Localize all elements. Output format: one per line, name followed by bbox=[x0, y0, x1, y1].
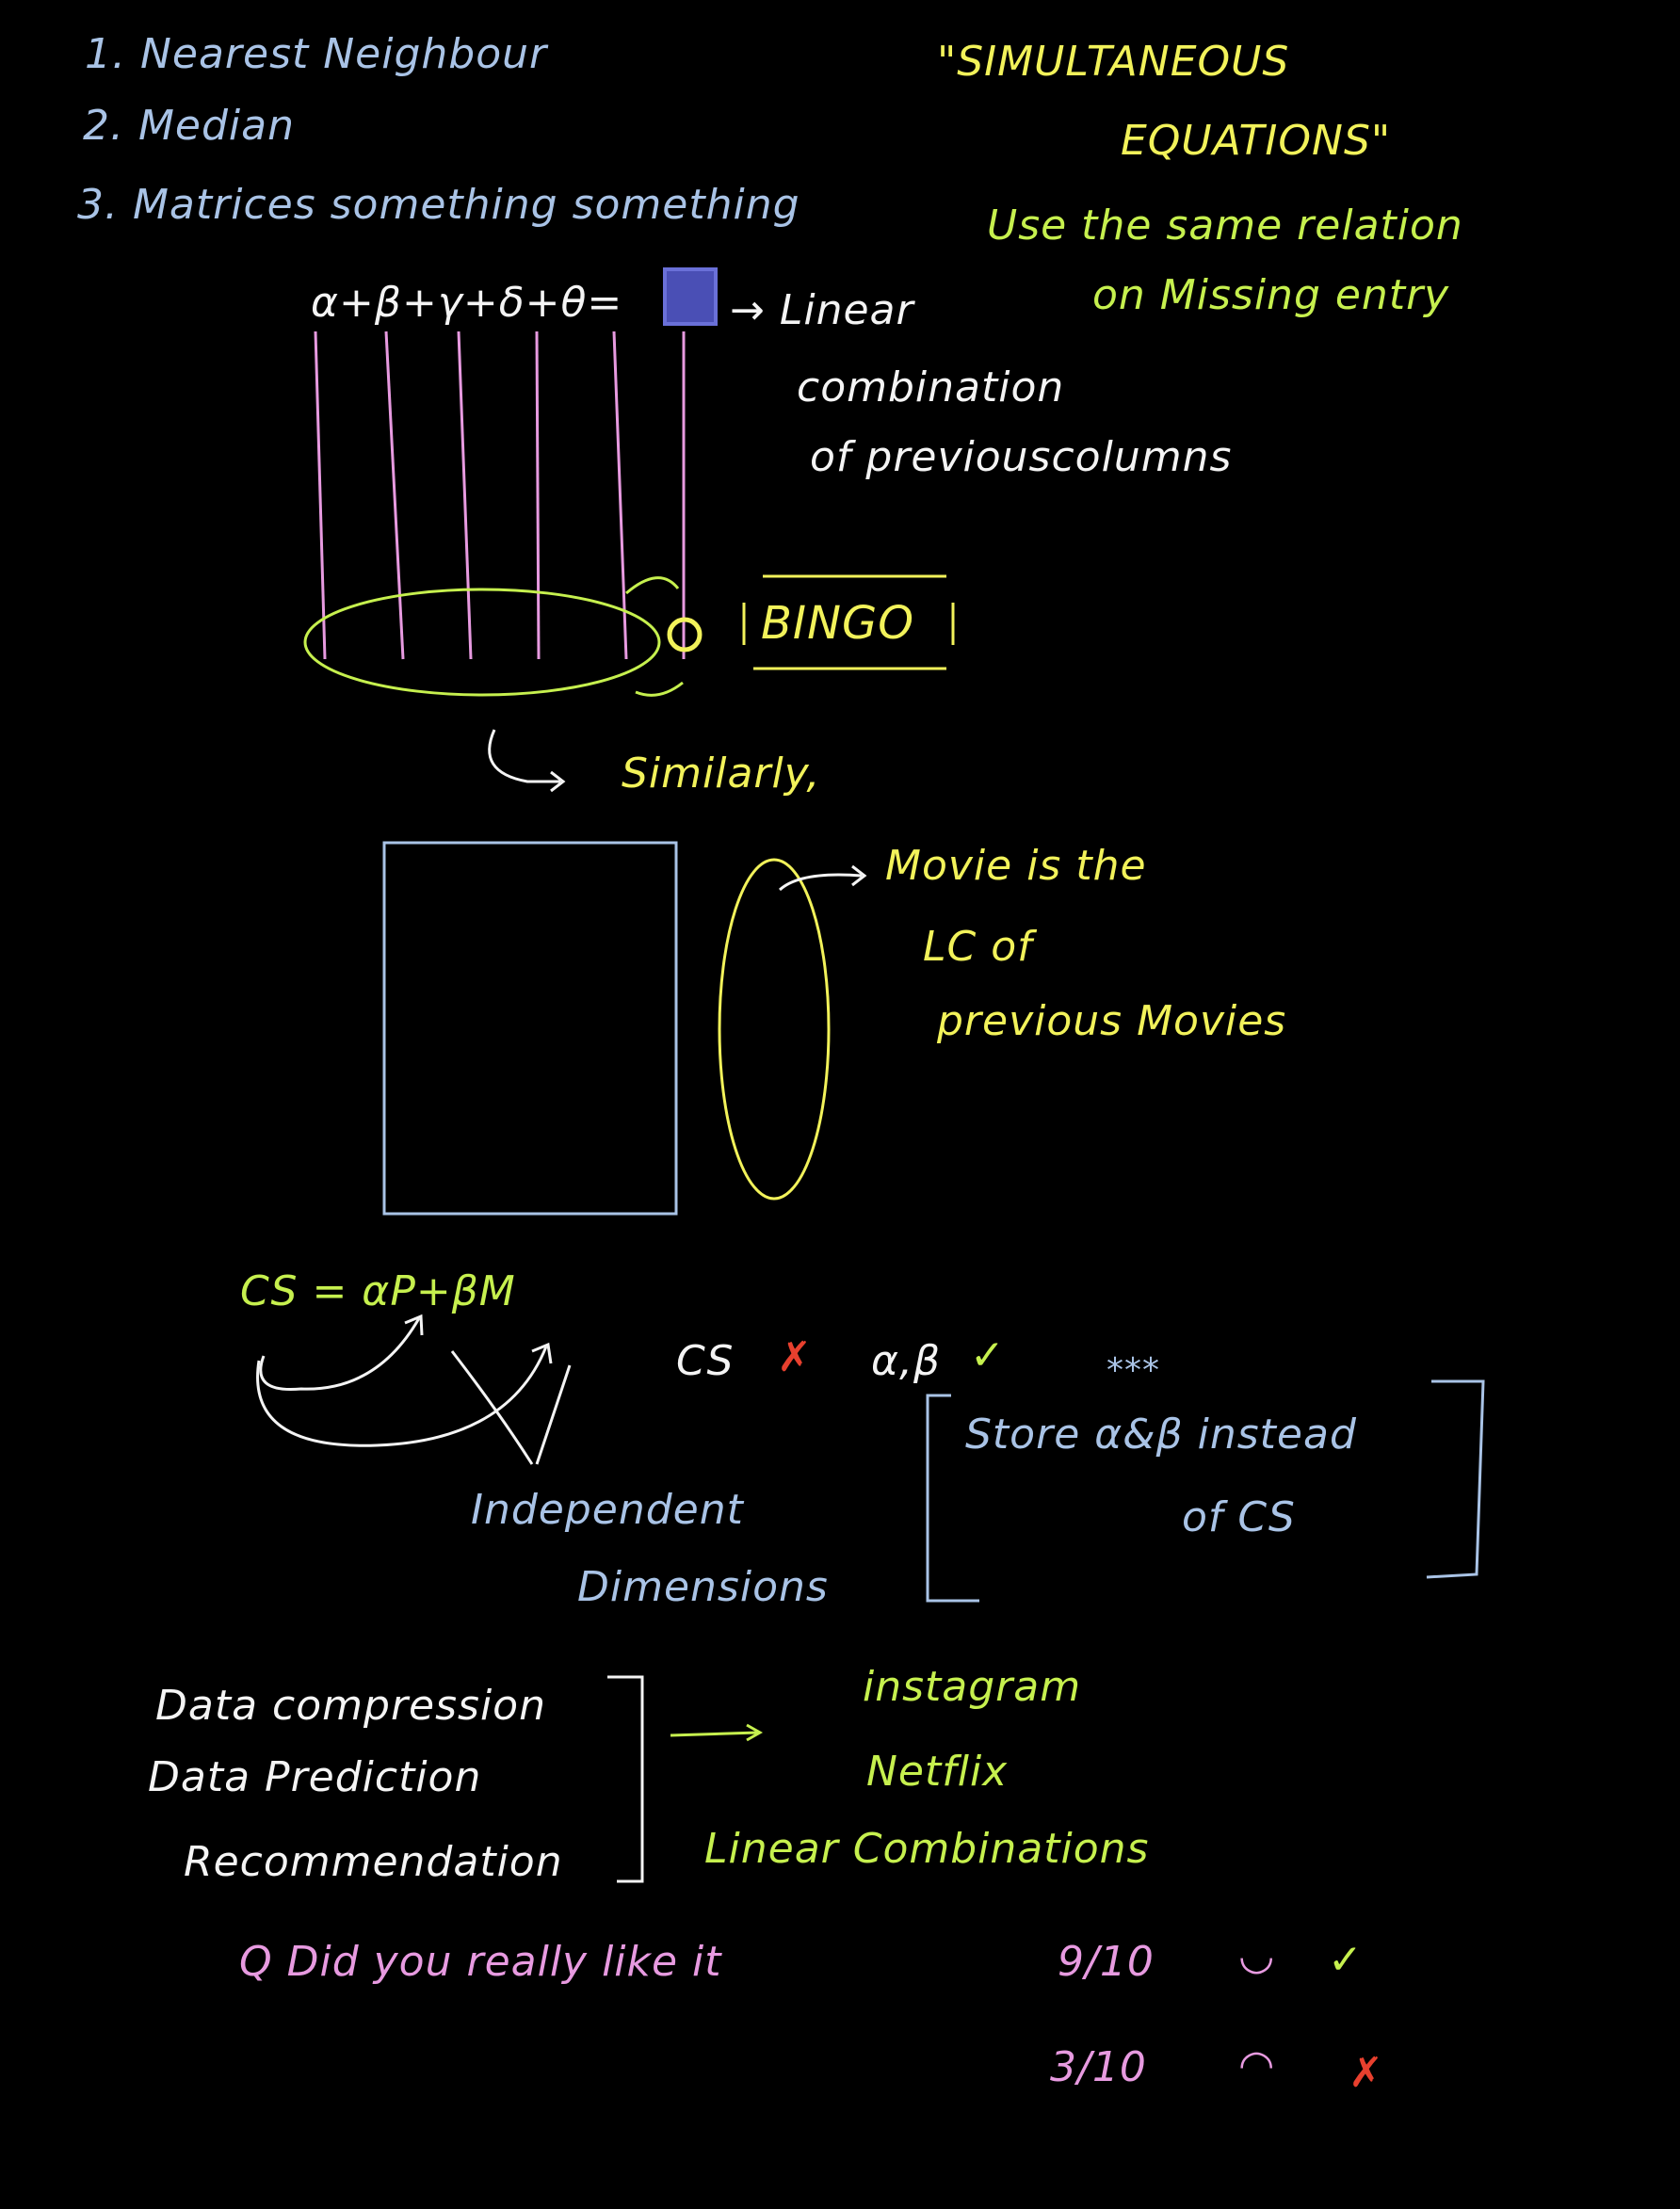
independent-line2: Dimensions bbox=[577, 1563, 829, 1611]
relation-line1: Use the same relation bbox=[987, 202, 1463, 250]
bingo-text: BINGO bbox=[761, 597, 914, 650]
movie-column-ellipse bbox=[718, 858, 831, 1201]
stars-icon: *** bbox=[1107, 1351, 1160, 1390]
independent-line1: Independent bbox=[471, 1486, 744, 1534]
check-icon-rating: ✓ bbox=[1328, 1936, 1364, 1984]
cross-icon: ✗ bbox=[777, 1333, 813, 1381]
list-item-3: 3. Matrices something something bbox=[77, 181, 800, 229]
use-1: Data compression bbox=[155, 1682, 546, 1730]
movie-line3: previous Movies bbox=[937, 997, 1287, 1045]
row-ellipse bbox=[303, 588, 661, 697]
missing-entry-box bbox=[663, 267, 718, 326]
linear-line2: combination bbox=[797, 363, 1065, 411]
example-3: Linear Combinations bbox=[704, 1825, 1150, 1873]
equation: α+β+γ+δ+θ= bbox=[311, 279, 623, 327]
cs-equation: CS = αP+βM bbox=[240, 1267, 516, 1315]
smile-face-icon: ◡ bbox=[1238, 1931, 1276, 1979]
example-2: Netflix bbox=[866, 1748, 1009, 1796]
store-line2: of CS bbox=[1182, 1493, 1296, 1541]
store-line1: Store α&β instead bbox=[965, 1411, 1357, 1459]
frown-face-icon: ◠ bbox=[1238, 2041, 1276, 2089]
list-item-2: 2. Median bbox=[83, 102, 296, 150]
similarly-text: Similarly, bbox=[622, 750, 821, 798]
cs-label: CS bbox=[676, 1337, 735, 1385]
matrix-columns bbox=[314, 331, 686, 660]
example-1: instagram bbox=[863, 1663, 1082, 1711]
question: Q Did you really like it bbox=[239, 1938, 722, 1986]
linear-line3: of previouscolumns bbox=[810, 433, 1233, 481]
movie-line1: Movie is the bbox=[885, 842, 1147, 890]
check-icon: ✓ bbox=[970, 1331, 1006, 1379]
rating-score-2: 3/10 bbox=[1050, 2043, 1147, 2091]
linear-line1: → Linear bbox=[730, 286, 914, 334]
rating-score-1: 9/10 bbox=[1058, 1938, 1155, 1986]
list-item-1: 1. Nearest Neighbour bbox=[85, 30, 548, 78]
relation-line2: on Missing entry bbox=[1092, 271, 1450, 319]
simultaneous-line2: EQUATIONS" bbox=[1121, 117, 1392, 165]
simultaneous-line1: "SIMULTANEOUS bbox=[937, 38, 1290, 86]
matrix-rectangle bbox=[382, 841, 678, 1216]
missing-value-circle bbox=[667, 617, 703, 653]
use-2: Data Prediction bbox=[148, 1753, 482, 1801]
cross-icon-rating: ✗ bbox=[1349, 2049, 1384, 2097]
movie-line2: LC of bbox=[923, 923, 1033, 971]
use-3: Recommendation bbox=[184, 1838, 563, 1886]
alpha-beta-label: α,β bbox=[871, 1337, 942, 1385]
